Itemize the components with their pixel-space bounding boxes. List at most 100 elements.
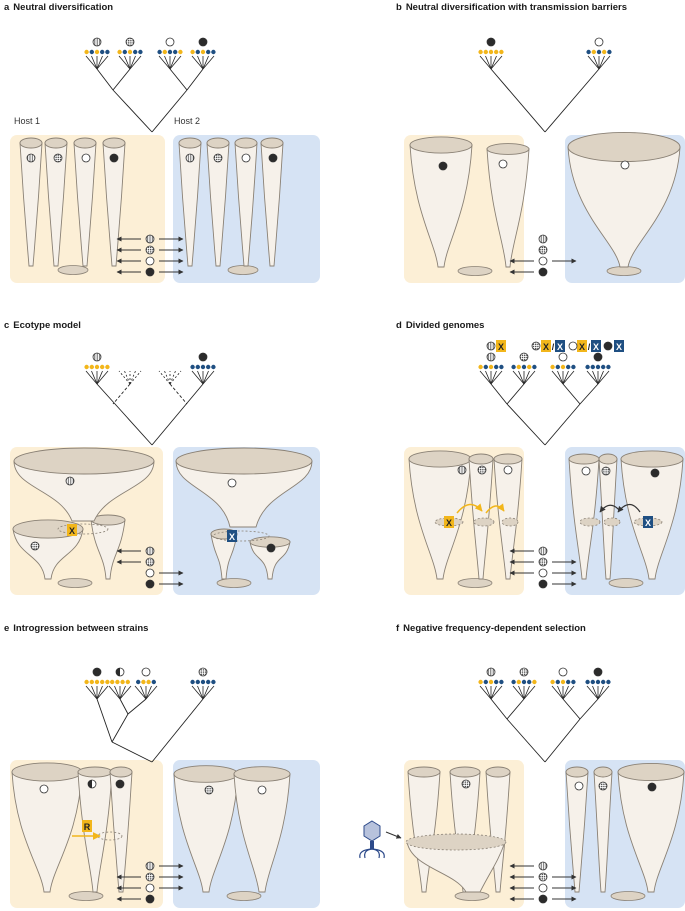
funnel: [260, 137, 284, 267]
overlay-marks: [116, 234, 577, 904]
funnel: [12, 519, 84, 580]
strain-icon: [88, 780, 92, 788]
strain-icon: [268, 153, 278, 163]
gene-dots: [190, 49, 216, 55]
funnel-mouth: [568, 453, 600, 465]
strain-icon: [145, 894, 155, 904]
funnel-body: [409, 144, 473, 268]
gene-dot: [190, 364, 195, 370]
gene-dot: [532, 679, 537, 685]
strain-icon: [538, 894, 548, 904]
gene-dots: [190, 364, 216, 370]
gene-dot: [89, 49, 95, 55]
population-base: [457, 578, 493, 588]
gene-dot: [206, 364, 211, 370]
funnel: [565, 766, 589, 893]
strain-icon: [486, 341, 496, 351]
strain-icon: [461, 779, 471, 789]
gene-dot: [133, 49, 138, 55]
strain-icon: [457, 465, 467, 475]
funnel-mouth: [102, 137, 126, 149]
ecotype-marker-label: X: [543, 342, 549, 352]
gene-dot: [595, 364, 601, 370]
leaf-fan: [586, 370, 610, 385]
tree-branch: [124, 55, 131, 70]
gene-dots: [511, 364, 537, 370]
tree-branch: [518, 370, 525, 385]
host-2-label: Host 2: [174, 116, 201, 126]
funnel-mouth: [73, 137, 97, 149]
leaf-fan: [191, 55, 215, 70]
funnel-body: [406, 841, 506, 893]
gene-dot: [195, 679, 200, 685]
funnel-mouth: [77, 766, 113, 778]
gene-dot: [550, 364, 555, 370]
ecotype-marker: [541, 340, 551, 352]
strain-icon: [486, 667, 496, 677]
ecotype-marker: [591, 340, 601, 352]
gene-dot: [105, 679, 110, 685]
strain-icon: [198, 37, 208, 47]
tree-branch: [506, 698, 525, 720]
gene-dot: [488, 679, 494, 685]
gene-dot: [195, 364, 200, 370]
strain-icon: [486, 352, 496, 362]
strain-icon: [538, 872, 548, 882]
tree-branch: [119, 685, 132, 700]
gene-dot: [595, 679, 601, 685]
funnel-body: [249, 541, 291, 580]
gene-dot: [115, 679, 120, 685]
strain-icon: [26, 153, 36, 163]
phage-leg: [359, 848, 373, 859]
strain-icon: [531, 341, 541, 351]
slash-separator: /: [588, 342, 591, 352]
tree-branch: [91, 685, 98, 700]
strain-icon: [30, 541, 40, 551]
leaf-fan: [118, 55, 142, 70]
strain-icon: [538, 883, 548, 893]
gene-dot: [499, 49, 504, 55]
funnel: [485, 766, 511, 893]
gene-dots: [157, 49, 183, 55]
gene-dot: [555, 679, 560, 685]
ecotype-marker-label: X: [616, 342, 622, 352]
gene-dot: [601, 364, 606, 370]
tree-branch: [197, 685, 204, 700]
strain-icon: [538, 568, 548, 578]
strain-icon: [65, 476, 75, 486]
gene-dot: [84, 49, 89, 55]
strain-icon: [92, 37, 102, 47]
host-1-label: Host 1: [14, 116, 41, 126]
strain-icon: [581, 466, 591, 476]
bottleneck-ring: [212, 530, 270, 542]
funnel-mouth: [620, 450, 684, 468]
strain-icon: [213, 153, 223, 163]
gene-dot: [590, 679, 595, 685]
tree-branch: [523, 685, 536, 700]
gene-dot: [151, 679, 156, 685]
gene-dot: [138, 49, 143, 55]
funnel-mouth: [407, 766, 441, 778]
tree-branch: [164, 55, 171, 70]
gene-dots: [84, 679, 110, 685]
gene-dot: [602, 49, 607, 55]
funnel: [178, 137, 202, 267]
tree-branch: [145, 685, 158, 700]
gene-dots: [585, 364, 611, 370]
tree-branch: [111, 713, 129, 743]
strain-icon: [538, 557, 548, 567]
tree-branch: [544, 68, 600, 133]
tree-branch: [479, 370, 492, 385]
strain-icon: [145, 883, 155, 893]
gene-dot: [488, 49, 494, 55]
leaf-fan: [512, 370, 536, 385]
funnel: [19, 137, 43, 267]
tree-branch: [202, 370, 209, 385]
gene-dot: [607, 49, 612, 55]
strain-icon: [498, 159, 508, 169]
ecotype-marker: X: [444, 516, 454, 528]
strain-icon: [92, 37, 102, 47]
